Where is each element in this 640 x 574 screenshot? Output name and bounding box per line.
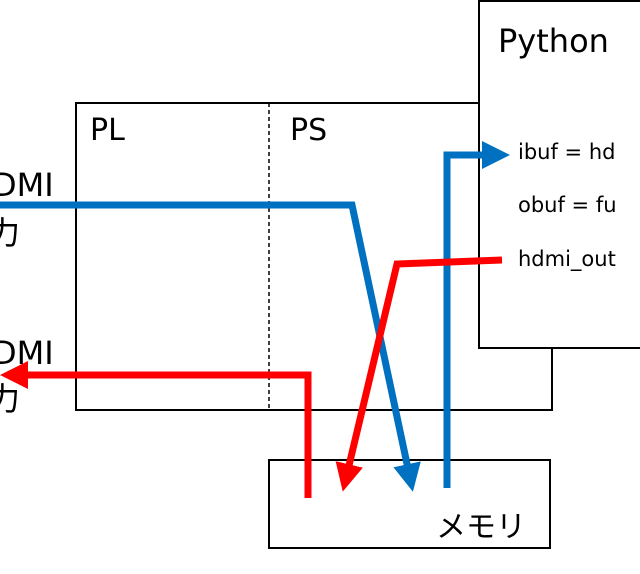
ps-label: PS	[290, 113, 327, 148]
memory-label: メモリ	[436, 510, 526, 545]
hdmi-out-label-bottom: 力	[0, 380, 20, 418]
hdmi-in-label-top: DMI	[0, 166, 54, 204]
code-line-hdmi-out: hdmi_out	[518, 247, 616, 272]
pl-label: PL	[90, 113, 125, 148]
hdmi-out-label-top: DMI	[0, 334, 54, 372]
blue-arrow-memory-to-python	[443, 141, 510, 488]
code-line-ibuf: ibuf = hd	[518, 140, 615, 164]
python-box	[478, 0, 640, 349]
code-line-obuf: obuf = fu	[518, 193, 617, 217]
red-arrow-memory-to-output	[0, 361, 312, 498]
blue-arrow-input-to-memory	[0, 201, 421, 492]
hdmi-in-label-bottom: 力	[0, 214, 20, 252]
python-label: Python	[498, 22, 609, 60]
red-arrow-python-to-memory	[335, 256, 503, 492]
